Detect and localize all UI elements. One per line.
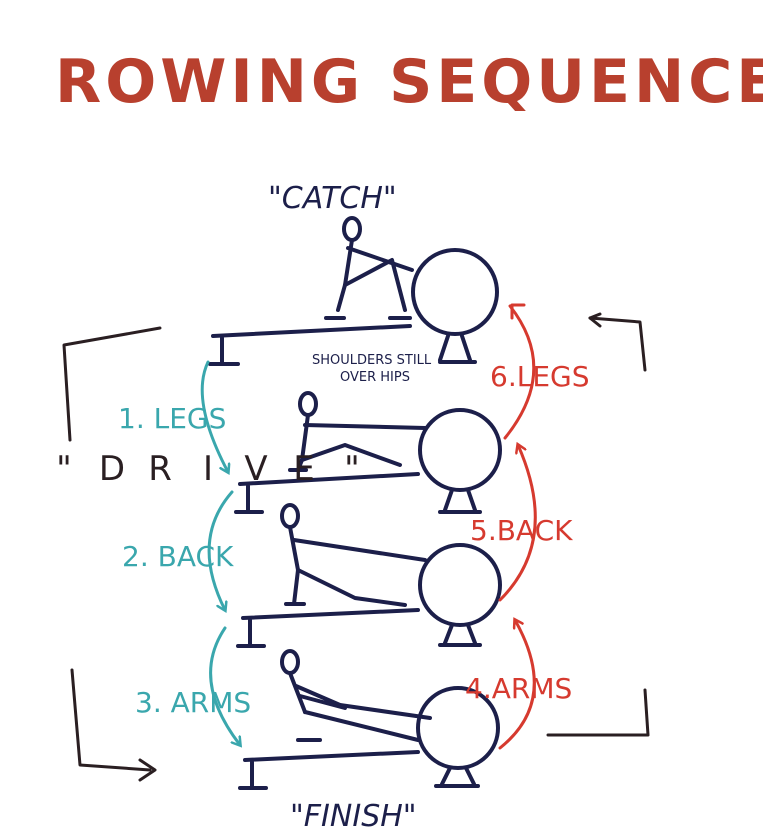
rower-catch (208, 216, 499, 366)
rower-3 (236, 503, 502, 648)
page-title: ROWING SEQUENCE (55, 47, 763, 117)
rower-2 (234, 391, 502, 514)
drive-step-1: 1. LEGS (118, 402, 226, 435)
recovery-step-5: 5.BACK (470, 514, 573, 547)
catch-label: "CATCH" (268, 181, 397, 216)
note-line-2: OVER HIPS (340, 370, 410, 385)
rower-finish (238, 649, 500, 790)
recovery-step-6: 6.LEGS (490, 360, 589, 393)
drive-step-3: 3. ARMS (135, 686, 251, 719)
recovery-bracket (546, 312, 650, 737)
finish-label: "FINISH" (290, 799, 417, 834)
drive-arrows (200, 360, 240, 745)
recovery-arrows (498, 303, 537, 750)
drive-label: "DRIVE" (36, 449, 372, 489)
note-line-1: SHOULDERS STILL (312, 353, 432, 368)
drive-step-2: 2. BACK (122, 540, 234, 573)
drive-label-text: "DRIVE" (36, 449, 372, 489)
drive-bracket (62, 326, 162, 782)
recovery-step-4: 4.ARMS (465, 672, 572, 705)
